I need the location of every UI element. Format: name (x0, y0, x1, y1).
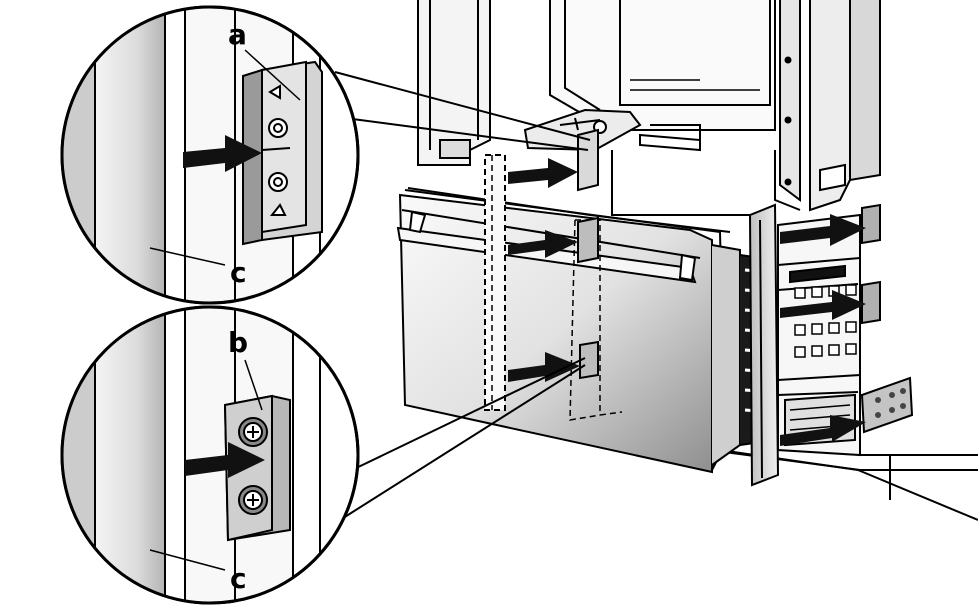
mount-plate-top (861, 203, 881, 245)
arrow-right-top (780, 214, 866, 246)
mount-plate-mid (861, 280, 881, 325)
label-c-lower: c (230, 562, 247, 595)
arrow-right-mid (780, 290, 866, 320)
label-c-upper: c (230, 256, 247, 289)
detail-circle-top (60, 5, 360, 305)
arrow-detail-a (183, 135, 262, 172)
arrow-right-bottom (780, 415, 866, 446)
arrow-hinge-low (508, 352, 580, 382)
callout-leaders (334, 71, 591, 521)
labels: a c b c (228, 18, 301, 595)
plinth-right (857, 454, 978, 521)
fridge-hinge (523, 108, 642, 152)
hinge-plate-mid (577, 216, 599, 264)
cabinet-left-hinge (439, 139, 471, 159)
arrow-hinge-mid (508, 230, 578, 258)
side-door-panel (748, 203, 780, 487)
mount-plate-bottom (860, 376, 914, 434)
label-a: a (228, 18, 247, 51)
detail-circle-bottom (60, 305, 360, 605)
arrow-hinge-top (508, 158, 578, 188)
appliance-illustration (396, 0, 978, 521)
arrow-detail-b (185, 442, 265, 478)
hinge-bracket-top (577, 128, 599, 192)
main-arrows (508, 158, 866, 446)
dashed-rail-left (484, 154, 506, 411)
floor-step (719, 449, 859, 471)
label-b: b (228, 326, 248, 359)
